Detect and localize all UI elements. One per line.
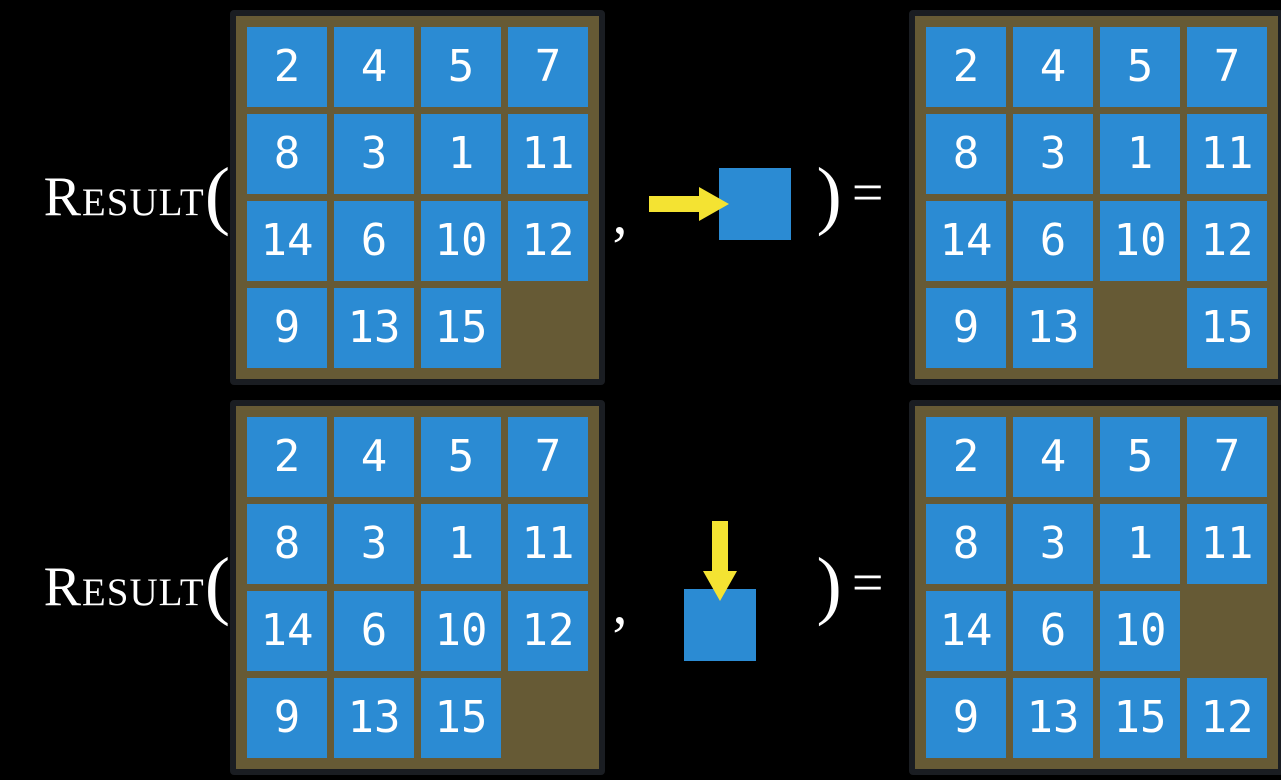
function-name: Result bbox=[43, 166, 205, 228]
tile-15: 15 bbox=[1100, 677, 1180, 758]
tile-9: 9 bbox=[926, 287, 1006, 368]
close-paren-equals: )= bbox=[805, 547, 895, 623]
tile-7: 7 bbox=[1187, 416, 1267, 497]
tile-14: 14 bbox=[926, 590, 1006, 671]
tile-5: 5 bbox=[1100, 416, 1180, 497]
tile-5: 5 bbox=[421, 26, 501, 107]
tile-4: 4 bbox=[334, 416, 414, 497]
open-paren: ( bbox=[204, 153, 230, 237]
tile-10: 10 bbox=[421, 590, 501, 671]
tile-6: 6 bbox=[1013, 200, 1093, 281]
tile-6: 6 bbox=[1013, 590, 1093, 671]
tile-3: 3 bbox=[1013, 113, 1093, 194]
tile-10: 10 bbox=[1100, 590, 1180, 671]
tile-1: 1 bbox=[421, 113, 501, 194]
close-paren: ) bbox=[816, 543, 842, 627]
open-paren: ( bbox=[204, 543, 230, 627]
tile-12: 12 bbox=[1187, 200, 1267, 281]
tile-13: 13 bbox=[334, 677, 414, 758]
arrow-right-icon bbox=[649, 187, 729, 221]
tile-11: 11 bbox=[508, 113, 588, 194]
tile-15: 15 bbox=[421, 287, 501, 368]
tile-14: 14 bbox=[247, 590, 327, 671]
tile-11: 11 bbox=[1187, 503, 1267, 584]
tile-3: 3 bbox=[334, 503, 414, 584]
tile-3: 3 bbox=[1013, 503, 1093, 584]
tile-2: 2 bbox=[926, 26, 1006, 107]
empty-cell bbox=[1187, 591, 1267, 671]
tile-9: 9 bbox=[247, 287, 327, 368]
tile-4: 4 bbox=[1013, 26, 1093, 107]
tile-13: 13 bbox=[1013, 287, 1093, 368]
tile-4: 4 bbox=[1013, 416, 1093, 497]
tile-3: 3 bbox=[334, 113, 414, 194]
tile-5: 5 bbox=[1100, 26, 1180, 107]
tile-14: 14 bbox=[247, 200, 327, 281]
comma-separator: , bbox=[612, 180, 628, 246]
tile-15: 15 bbox=[1187, 287, 1267, 368]
tile-4: 4 bbox=[334, 26, 414, 107]
close-paren: ) bbox=[816, 153, 842, 237]
tile-12: 12 bbox=[508, 200, 588, 281]
action-slide-down bbox=[635, 521, 805, 661]
action-slide-right bbox=[635, 168, 805, 240]
equals-sign: = bbox=[851, 552, 884, 614]
tile-8: 8 bbox=[247, 113, 327, 194]
equals-sign: = bbox=[851, 162, 884, 224]
tile-5: 5 bbox=[421, 416, 501, 497]
tile-9: 9 bbox=[926, 677, 1006, 758]
tile-2: 2 bbox=[247, 416, 327, 497]
empty-cell bbox=[508, 288, 588, 368]
tile-11: 11 bbox=[1187, 113, 1267, 194]
tile-2: 2 bbox=[247, 26, 327, 107]
tile-15: 15 bbox=[421, 677, 501, 758]
tile-1: 1 bbox=[1100, 503, 1180, 584]
result-function-label: Result( bbox=[0, 157, 230, 233]
tile-14: 14 bbox=[926, 200, 1006, 281]
tile-1: 1 bbox=[1100, 113, 1180, 194]
tile-7: 7 bbox=[508, 26, 588, 107]
result-function-label: Result( bbox=[0, 547, 230, 623]
tile-11: 11 bbox=[508, 503, 588, 584]
tile-7: 7 bbox=[1187, 26, 1267, 107]
close-paren-equals: )= bbox=[805, 157, 895, 233]
tile-12: 12 bbox=[1187, 677, 1267, 758]
action-tile bbox=[684, 589, 756, 661]
arrow-down-icon bbox=[703, 521, 737, 601]
empty-cell bbox=[1100, 288, 1180, 368]
tile-6: 6 bbox=[334, 200, 414, 281]
tile-13: 13 bbox=[334, 287, 414, 368]
empty-cell bbox=[508, 678, 588, 758]
tile-8: 8 bbox=[926, 113, 1006, 194]
tile-2: 2 bbox=[926, 416, 1006, 497]
tile-12: 12 bbox=[508, 590, 588, 671]
tile-1: 1 bbox=[421, 503, 501, 584]
tile-7: 7 bbox=[508, 416, 588, 497]
tile-13: 13 bbox=[1013, 677, 1093, 758]
action-tile bbox=[719, 168, 791, 240]
tile-6: 6 bbox=[334, 590, 414, 671]
tile-8: 8 bbox=[926, 503, 1006, 584]
tile-10: 10 bbox=[1100, 200, 1180, 281]
comma-separator: , bbox=[612, 570, 628, 636]
tile-8: 8 bbox=[247, 503, 327, 584]
tile-9: 9 bbox=[247, 677, 327, 758]
function-name: Result bbox=[43, 556, 205, 618]
tile-10: 10 bbox=[421, 200, 501, 281]
